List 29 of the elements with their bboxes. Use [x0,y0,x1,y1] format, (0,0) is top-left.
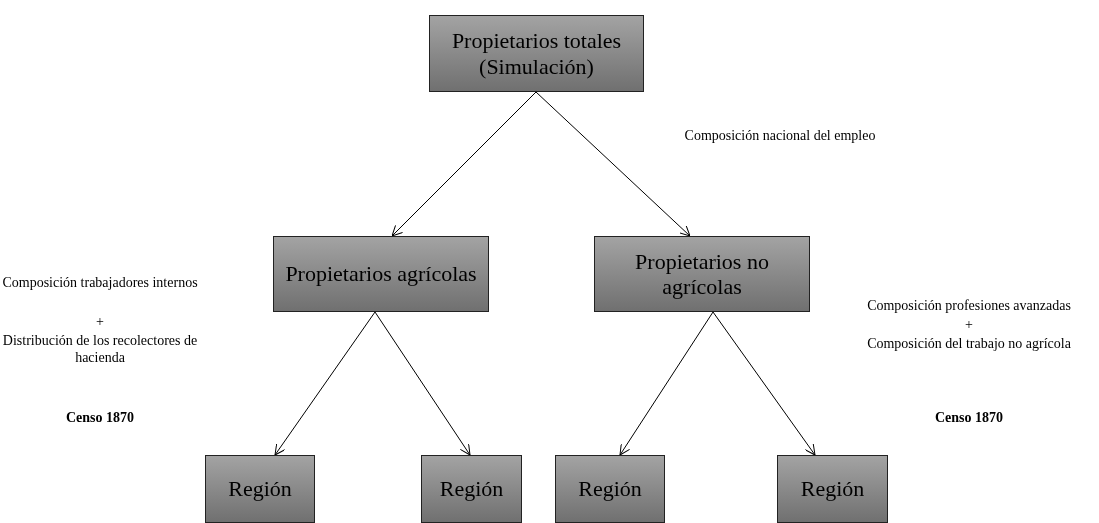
annotation-text: Composición trabajadores internos [1,275,199,292]
arrow [712,311,816,456]
arrow [535,91,691,237]
node-label: Propietarios no agrícolas [634,248,770,300]
arrow [374,311,471,456]
annotation-text: + [95,314,105,331]
region-box [205,455,315,523]
arrow [274,311,376,456]
annotation-text: Composición profesiones avanzadas [866,298,1072,315]
arrow [391,91,537,237]
node-label: Región [578,476,642,502]
annotation-text: + [964,317,974,334]
node-label: Región [800,476,865,502]
node-label: Propietarios agrícolas [285,261,477,287]
source-note: Censo 1870 [64,410,136,427]
node-label: Región [228,476,292,502]
process-box [594,236,810,312]
region-box [777,455,888,523]
region-box [421,455,522,523]
node-label: Propietarios totales (Simulación) [450,28,623,79]
annotation-text: Distribución de los recolectores de hacienda [1,333,199,367]
annotation-text: Composición del trabajo no agrícola [866,336,1072,353]
process-box [273,236,489,312]
arrow [619,311,714,456]
region-box [555,455,665,523]
node-label: Región [439,476,504,502]
process-box [429,15,644,92]
source-note: Censo 1870 [933,410,1005,427]
annotation-text: Composición nacional del empleo [683,128,877,145]
